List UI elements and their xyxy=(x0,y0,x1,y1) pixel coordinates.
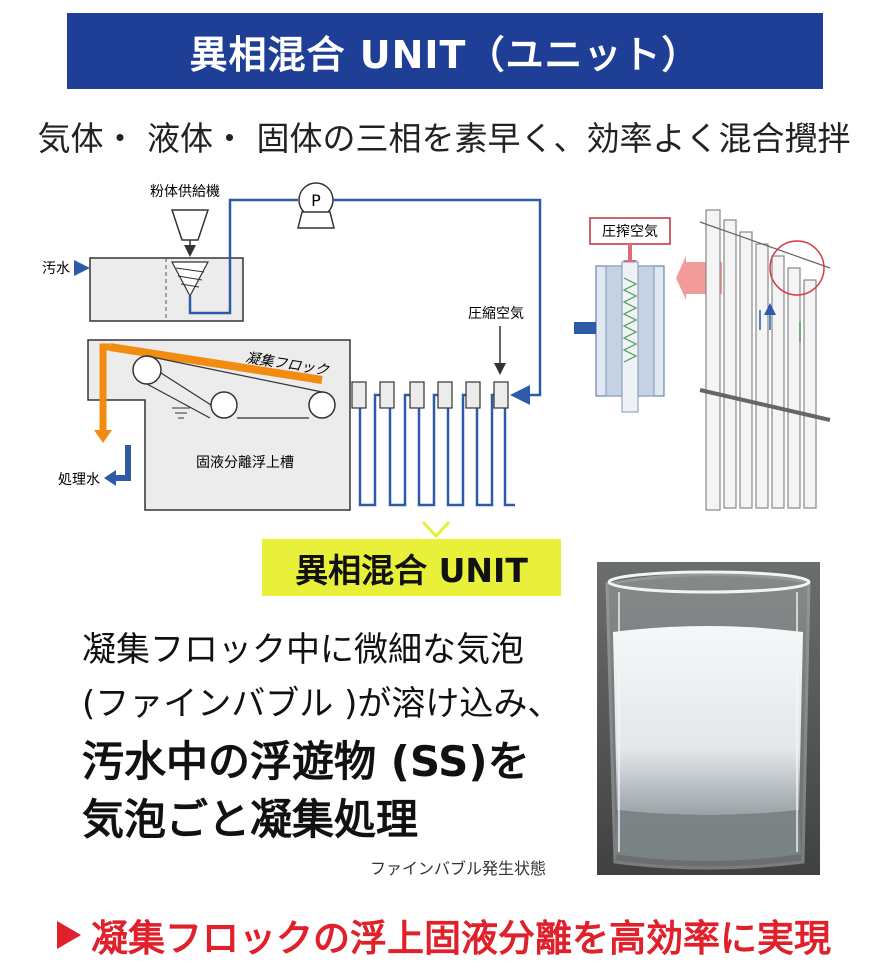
unit-pointer xyxy=(421,520,451,544)
serpentine-pipe xyxy=(352,393,515,507)
process-diagram: 粉体供給機 汚水 P 圧縮空気 凝集フロック 固液分離浮上槽 処理水 圧搾空気 xyxy=(42,182,831,511)
flow-arrows-up xyxy=(760,306,770,330)
pressurized-air-label: 圧搾空気 xyxy=(602,223,658,240)
footer-tagline: 凝集フロックの浮上固液分離を高効率に実現 xyxy=(0,908,888,962)
cylinder-core xyxy=(621,261,639,413)
page-title: 異相混合 UNIT（ユニット） xyxy=(189,32,701,77)
description-line-3: 汚水中の浮遊物 (SS)を xyxy=(82,737,530,786)
unit-rack-illustration xyxy=(699,209,831,511)
description-line-4: 気泡ごと凝集処理 xyxy=(82,795,419,844)
footer-text: 凝集フロックの浮上固液分離を高効率に実現 xyxy=(91,917,831,960)
description-line-1: 凝集フロック中に微細な気泡 xyxy=(82,630,524,670)
unit-badge-label: 異相混合 UNIT xyxy=(295,550,528,590)
spiral-element xyxy=(622,277,638,363)
fine-bubble-photo xyxy=(597,562,820,875)
floc-outlet xyxy=(99,343,110,432)
scraper-chain xyxy=(146,355,323,419)
sprocket-mid xyxy=(210,391,238,419)
pump-label: P xyxy=(311,191,321,210)
play-triangle-icon xyxy=(57,921,81,949)
floc-outlet-arrow xyxy=(94,430,112,443)
pump-base xyxy=(297,211,335,229)
subtitle: 気体・ 液体・ 固体の三相を素早く、効率よく混合攪拌 xyxy=(37,119,851,158)
photo-caption: ファインバブル発生状態 xyxy=(370,859,547,878)
powder-feeder-label: 粉体供給機 xyxy=(150,184,220,200)
mixer-heads xyxy=(351,381,509,409)
treated-water-pipe xyxy=(116,445,131,481)
pressurized-air-box xyxy=(589,217,671,245)
tank-label: 固液分離浮上槽 xyxy=(196,454,294,471)
water-level-mark xyxy=(172,407,190,419)
treated-water-arrow xyxy=(104,470,116,486)
floc-layer xyxy=(109,343,323,384)
sprocket-right xyxy=(308,391,336,419)
zoom-circle xyxy=(769,240,825,296)
cylinder-inlet xyxy=(574,322,596,334)
unit-badge: 異相混合 UNIT xyxy=(262,539,561,596)
treated-water-label: 処理水 xyxy=(58,472,100,488)
sprocket-left xyxy=(132,355,162,385)
wastewater-label: 汚水 xyxy=(42,261,70,277)
powder-hopper xyxy=(170,209,210,241)
description-line-2: (ファインバブル )が溶け込み、 xyxy=(82,684,562,724)
mixer-spiral xyxy=(175,267,205,288)
compressed-air-label: 圧縮空気 xyxy=(468,306,524,322)
pipe-to-unit xyxy=(333,198,542,405)
title-banner: 異相混合 UNIT（ユニット） xyxy=(67,13,823,89)
pipe-to-pump xyxy=(188,198,298,315)
